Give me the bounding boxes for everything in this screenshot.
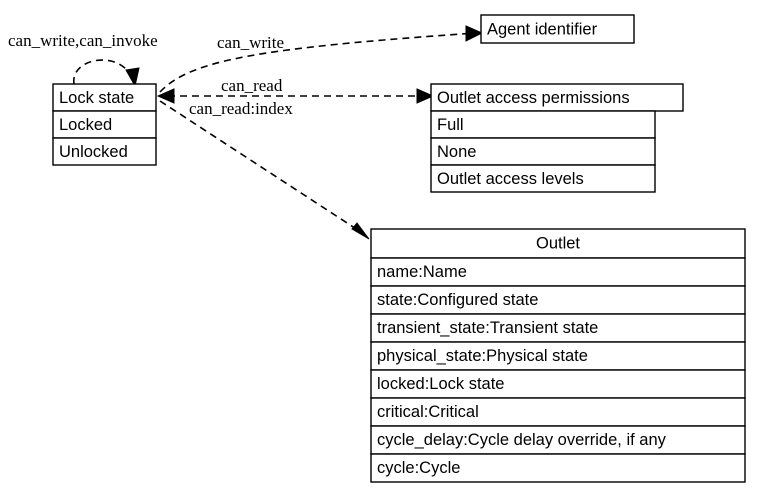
node-outlet-access-permissions-row-levels-label: Outlet access levels — [437, 170, 584, 188]
node-outlet-access-permissions-row-none-label: None — [437, 143, 476, 161]
node-outlet-access-permissions-title: Outlet access permissions — [437, 89, 630, 107]
node-lock-state-row-locked[interactable] — [52, 110, 157, 139]
node-outlet-access-permissions-row-none[interactable] — [430, 137, 656, 166]
node-lock-state-title: Lock state — [59, 89, 134, 107]
edge-label-can-write: can_write — [217, 33, 284, 52]
edge-lock-state-to-agent-identifier — [159, 25, 484, 93]
edge-self-loop-path — [73, 59, 132, 85]
edge-permissions-to-lock-state — [156, 88, 435, 104]
node-outlet-row-cycle-delay-label: cycle_delay:Cycle delay override, if any — [377, 431, 667, 449]
edge-can-read-arrowhead-left — [156, 88, 175, 104]
edge-self-loop-arrowhead — [125, 67, 140, 88]
node-outlet-access-permissions[interactable]: Outlet access permissions Full None Outl… — [430, 83, 684, 193]
edge-label-can-read-index: can_read:index — [189, 99, 293, 118]
node-outlet-access-permissions-title-cell[interactable] — [430, 83, 684, 112]
node-lock-state-row-locked-label: Locked — [59, 116, 112, 134]
node-outlet-row-physical-state-label: physical_state:Physical state — [377, 347, 588, 365]
node-agent-identifier-title: Agent identifier — [487, 20, 598, 38]
node-lock-state[interactable]: Lock state Locked Unlocked — [52, 83, 157, 166]
node-agent-identifier[interactable]: Agent identifier — [480, 14, 635, 44]
node-outlet-access-permissions-row-full[interactable] — [430, 110, 656, 139]
node-outlet-row-state-label: state:Configured state — [377, 291, 538, 309]
node-outlet-title: Outlet — [536, 234, 580, 252]
node-lock-state-title-cell[interactable] — [52, 83, 157, 112]
edge-can-write-path — [159, 32, 477, 93]
edge-lock-state-to-outlet — [159, 100, 370, 240]
node-outlet-row-locked[interactable] — [370, 369, 746, 399]
node-outlet-row-critical-label: critical:Critical — [377, 403, 479, 421]
edge-label-can-read: can_read — [221, 76, 283, 95]
node-outlet-access-permissions-row-full-label: Full — [437, 116, 464, 134]
node-outlet-access-permissions-row-levels[interactable] — [430, 164, 656, 193]
edge-label-can-write-can-invoke: can_write,can_invoke — [8, 31, 158, 50]
edge-can-read-arrowhead-right — [416, 88, 435, 104]
node-lock-state-row-unlocked-label: Unlocked — [59, 143, 128, 161]
node-outlet-row-name-label: name:Name — [377, 263, 467, 281]
node-outlet-row-transient-state-label: transient_state:Transient state — [377, 319, 598, 337]
node-outlet[interactable]: Outlet name:Name state:Configured state … — [370, 228, 746, 483]
edge-can-read-index-arrowhead — [351, 222, 370, 240]
edge-can-read-index-path — [159, 100, 365, 235]
node-agent-identifier-title-cell[interactable] — [480, 14, 635, 44]
node-outlet-row-locked-label: locked:Lock state — [377, 375, 505, 393]
edge-can-write-arrowhead — [465, 25, 484, 42]
node-outlet-row-physical-state[interactable] — [370, 341, 746, 371]
node-lock-state-row-unlocked[interactable] — [52, 137, 157, 166]
edge-self-loop-lock-state — [73, 59, 140, 88]
node-outlet-row-transient-state[interactable] — [370, 313, 746, 343]
node-outlet-row-state[interactable] — [370, 285, 746, 315]
node-outlet-row-critical[interactable] — [370, 397, 746, 427]
node-outlet-row-cycle-label: cycle:Cycle — [377, 459, 460, 477]
node-outlet-row-cycle[interactable] — [370, 453, 746, 483]
